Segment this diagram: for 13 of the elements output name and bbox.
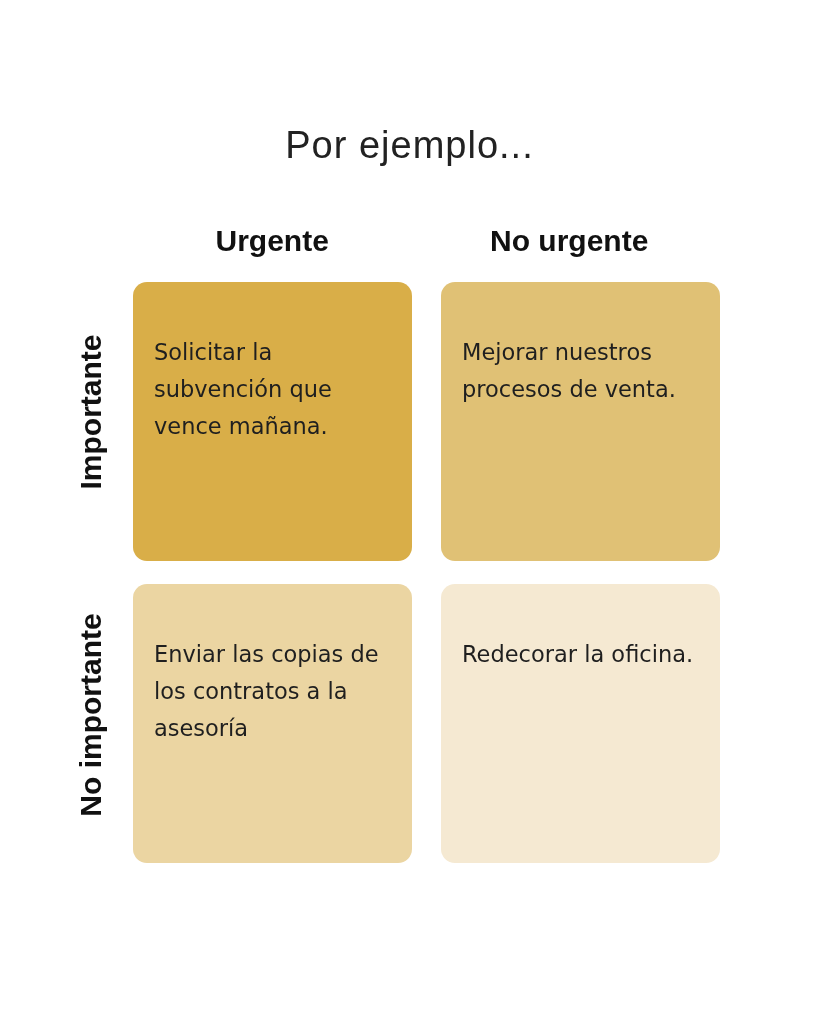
quadrant-box <box>441 282 720 561</box>
quadrant-text: Redecorar la oficina. <box>462 640 695 669</box>
quadrant-text: Mejorar nuestros procesos de venta. <box>462 338 677 404</box>
quadrant-box <box>133 584 412 863</box>
quadrant-box <box>441 584 720 863</box>
quadrant-text: Solicitar la subvención que vence mañana. <box>154 338 333 441</box>
column-header: Urgente <box>215 224 329 258</box>
row-header: Importante <box>73 334 107 490</box>
row-header: No importante <box>73 613 108 817</box>
column-header: No urgente <box>490 224 649 258</box>
quadrant-box <box>133 282 412 561</box>
title: Por ejemplo... <box>284 124 535 167</box>
quadrant-text: Enviar las copias de los contratos a la asesoría <box>154 640 380 743</box>
